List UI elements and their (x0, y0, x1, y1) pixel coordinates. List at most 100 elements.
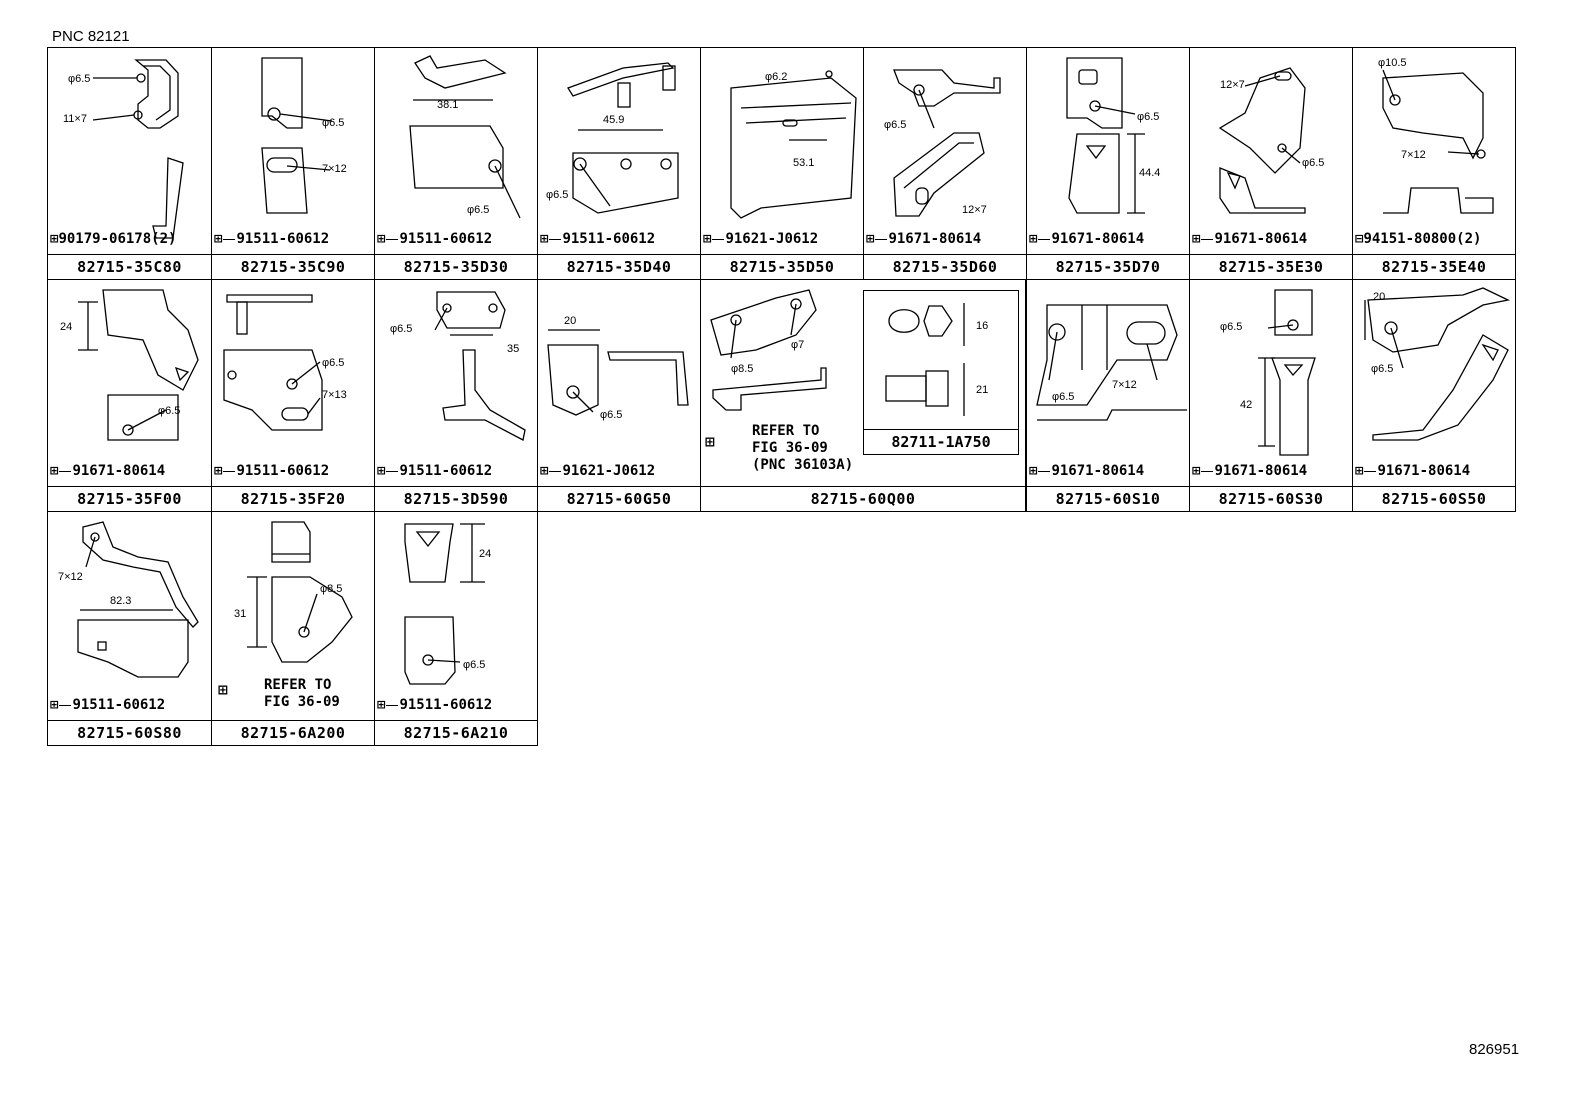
part-cell[interactable]: 38.1 φ6.5 ⊞91511-60612 (374, 47, 538, 255)
dimension-label: 12×7 (1220, 79, 1245, 91)
part-cell[interactable]: 24 φ6.5 ⊞91511-60612 (374, 511, 538, 721)
part-number-label[interactable]: 82715-60S80 (47, 720, 212, 746)
part-number-label[interactable]: 82715-60S50 (1352, 486, 1516, 512)
bolt-number: 91671-80614 (1051, 231, 1145, 247)
dimension-label: 31 (234, 608, 246, 620)
part-cell[interactable]: 20 φ6.5 ⊞91671-80614 (1352, 279, 1516, 487)
bolt-icon: ⊞ (703, 231, 712, 247)
bolt-number: 91511-60612 (236, 231, 330, 247)
dimension-label: 7×13 (322, 389, 347, 401)
part-cell[interactable]: 24 φ6.5 ⊞91671-80614 (47, 279, 212, 487)
part-number-label[interactable]: 82715-60Q00 (700, 486, 1026, 512)
part-cell[interactable]: 7×12 82.3 ⊞91511-60612 (47, 511, 212, 721)
part-number-label[interactable]: 82715-6A210 (374, 720, 538, 746)
part-number-label[interactable]: 82715-35E30 (1189, 254, 1353, 280)
dimension-label: 38.1 (437, 99, 458, 111)
part-cell[interactable]: 20 φ6.5 ⊞91621-J0612 (537, 279, 701, 487)
part-cell[interactable]: φ6.5 12×7 ⊞91671-80614 (863, 47, 1027, 255)
dimension-label: φ6.5 (322, 117, 344, 129)
bolt-number: 91511-60612 (399, 463, 493, 479)
part-cell[interactable]: φ6.5 7×12 ⊞91511-60612 (211, 47, 375, 255)
bolt-callout: ⊞91511-60612 (377, 231, 492, 247)
bolt-number: 91511-60612 (562, 231, 656, 247)
bolt-number: 91671-80614 (1051, 463, 1145, 479)
part-number-label[interactable]: 82715-35D30 (374, 254, 538, 280)
part-number-label[interactable]: 82715-35C80 (47, 254, 212, 280)
dimension-label: 16 (976, 320, 988, 332)
part-cell[interactable]: φ6.5 7×13 ⊞91511-60612 (211, 279, 375, 487)
part-cell[interactable]: φ6.5 44.4 ⊞91671-80614 (1026, 47, 1190, 255)
bracket-drawing: 7×12 82.3 (58, 521, 199, 678)
part-number-label[interactable]: 82715-35D70 (1026, 254, 1190, 280)
figure-number: 826951 (1469, 1041, 1520, 1058)
bolt-icon: ⊞ (218, 680, 228, 699)
bolt-number: 94151-80800(2) (1363, 231, 1482, 247)
dimension-label: φ6.5 (1137, 111, 1159, 123)
bolt-icon: ⊞ (50, 463, 59, 479)
refer-note: REFER TO FIG 36-09 (PNC 36103A) (752, 423, 854, 473)
part-number-label[interactable]: 82715-35D50 (700, 254, 864, 280)
bolt-callout: ⊞91621-J0612 (540, 463, 655, 479)
part-cell[interactable]: 45.9 φ6.5 ⊞91511-60612 (537, 47, 701, 255)
dimension-label: 7×12 (1401, 149, 1426, 161)
dimension-label: 7×12 (322, 163, 347, 175)
dimension-label: φ6.5 (884, 119, 906, 131)
part-number-label[interactable]: 82715-35E40 (1352, 254, 1516, 280)
bracket-drawing: 20 φ6.5 (1364, 287, 1511, 441)
part-number-label[interactable]: 82715-35F20 (211, 486, 375, 512)
bolt-callout: ⊞ 91511-60612 (377, 463, 492, 479)
part-number-label[interactable]: 82715-3D590 (374, 486, 538, 512)
dimension-label: 35 (507, 343, 519, 355)
bolt-callout: ⊞91621-J0612 (703, 231, 818, 247)
part-cell[interactable]: φ6.5 42 ⊞ 91671-80614 (1189, 279, 1353, 487)
part-number-label[interactable]: 82715-35D40 (537, 254, 701, 280)
bolt-callout: ⊞91511-60612 (50, 697, 165, 713)
part-cell[interactable]: φ6.2 53.1 ⊞91621-J0612 (700, 47, 864, 255)
part-cell[interactable]: 31 φ8.5 ⊞ REFER TO FIG 36-09 (211, 511, 375, 721)
part-number-label[interactable]: 82715-35C90 (211, 254, 375, 280)
bracket-drawing: φ6.5 12×7 (884, 69, 1001, 217)
dimension-label: φ10.5 (1378, 57, 1407, 69)
bracket-drawing: 20 φ6.5 (547, 315, 689, 421)
bolt-callout: ⊞91671-80614 (1192, 231, 1307, 247)
bracket-drawing: 45.9 φ6.5 (546, 62, 679, 214)
part-cell[interactable]: φ6.5 11×7 ⊞90179-06178(2) (47, 47, 212, 255)
dimension-label: φ6.5 (467, 204, 489, 216)
bolt-callout: ⊞90179-06178(2) (50, 231, 176, 247)
bracket-drawing: 24 φ6.5 (404, 523, 491, 685)
clip-subpart-box[interactable]: 16 21 82711-1A750 (863, 290, 1019, 455)
part-number-label[interactable]: 82715-60S30 (1189, 486, 1353, 512)
clip-part-number[interactable]: 82711-1A750 (864, 429, 1018, 454)
bolt-number: 91511-60612 (399, 697, 493, 713)
bracket-drawing: φ6.5 7×12 (261, 57, 347, 214)
part-cell[interactable]: φ10.5 7×12 ⊟94151-80800(2) (1352, 47, 1516, 255)
part-number-label[interactable]: 82715-35D60 (863, 254, 1027, 280)
part-cell[interactable]: φ8.5 φ7 ⊞ REFER TO FIG 36-09 (PNC 36103A… (700, 279, 1026, 487)
part-cell[interactable]: 12×7 φ6.5 ⊞91671-80614 (1189, 47, 1353, 255)
dimension-label: φ6.5 (546, 189, 568, 201)
part-number-label[interactable]: 82715-6A200 (211, 720, 375, 746)
bolt-callout: ⊞91671-80614 (866, 231, 981, 247)
bolt-number: 91671-80614 (72, 463, 166, 479)
bolt-number: 91511-60612 (72, 697, 166, 713)
bolt-number: 91671-80614 (1377, 463, 1471, 479)
bolt-callout: ⊞ 91671-80614 (50, 463, 165, 479)
bolt-number: 91511-60612 (399, 231, 493, 247)
dimension-label: 21 (976, 384, 988, 396)
bolt-icon: ⊞ (1192, 463, 1201, 479)
part-number-label[interactable]: 82715-60G50 (537, 486, 701, 512)
bolt-number: 91671-80614 (1214, 463, 1308, 479)
dimension-label: 12×7 (962, 204, 987, 216)
dimension-label: 11×7 (63, 113, 87, 125)
part-number-label[interactable]: 82715-35F00 (47, 486, 212, 512)
part-cell[interactable]: φ6.5 7×12 ⊞91671-80614 (1026, 279, 1190, 487)
pnc-label: PNC 82121 (52, 28, 130, 45)
part-cell[interactable]: φ6.5 35 ⊞91511-60612 (374, 279, 538, 487)
bolt-callout: ⊟94151-80800(2) (1355, 231, 1481, 247)
part-number-label[interactable]: 82715-60S10 (1026, 486, 1190, 512)
bracket-drawing: φ6.5 42 (1220, 289, 1316, 456)
bolt-number: 91671-80614 (1214, 231, 1308, 247)
dimension-label: 20 (564, 315, 576, 327)
bolt-icon: ⊞ (377, 463, 386, 479)
bolt-number: 91621-J0612 (562, 463, 656, 479)
